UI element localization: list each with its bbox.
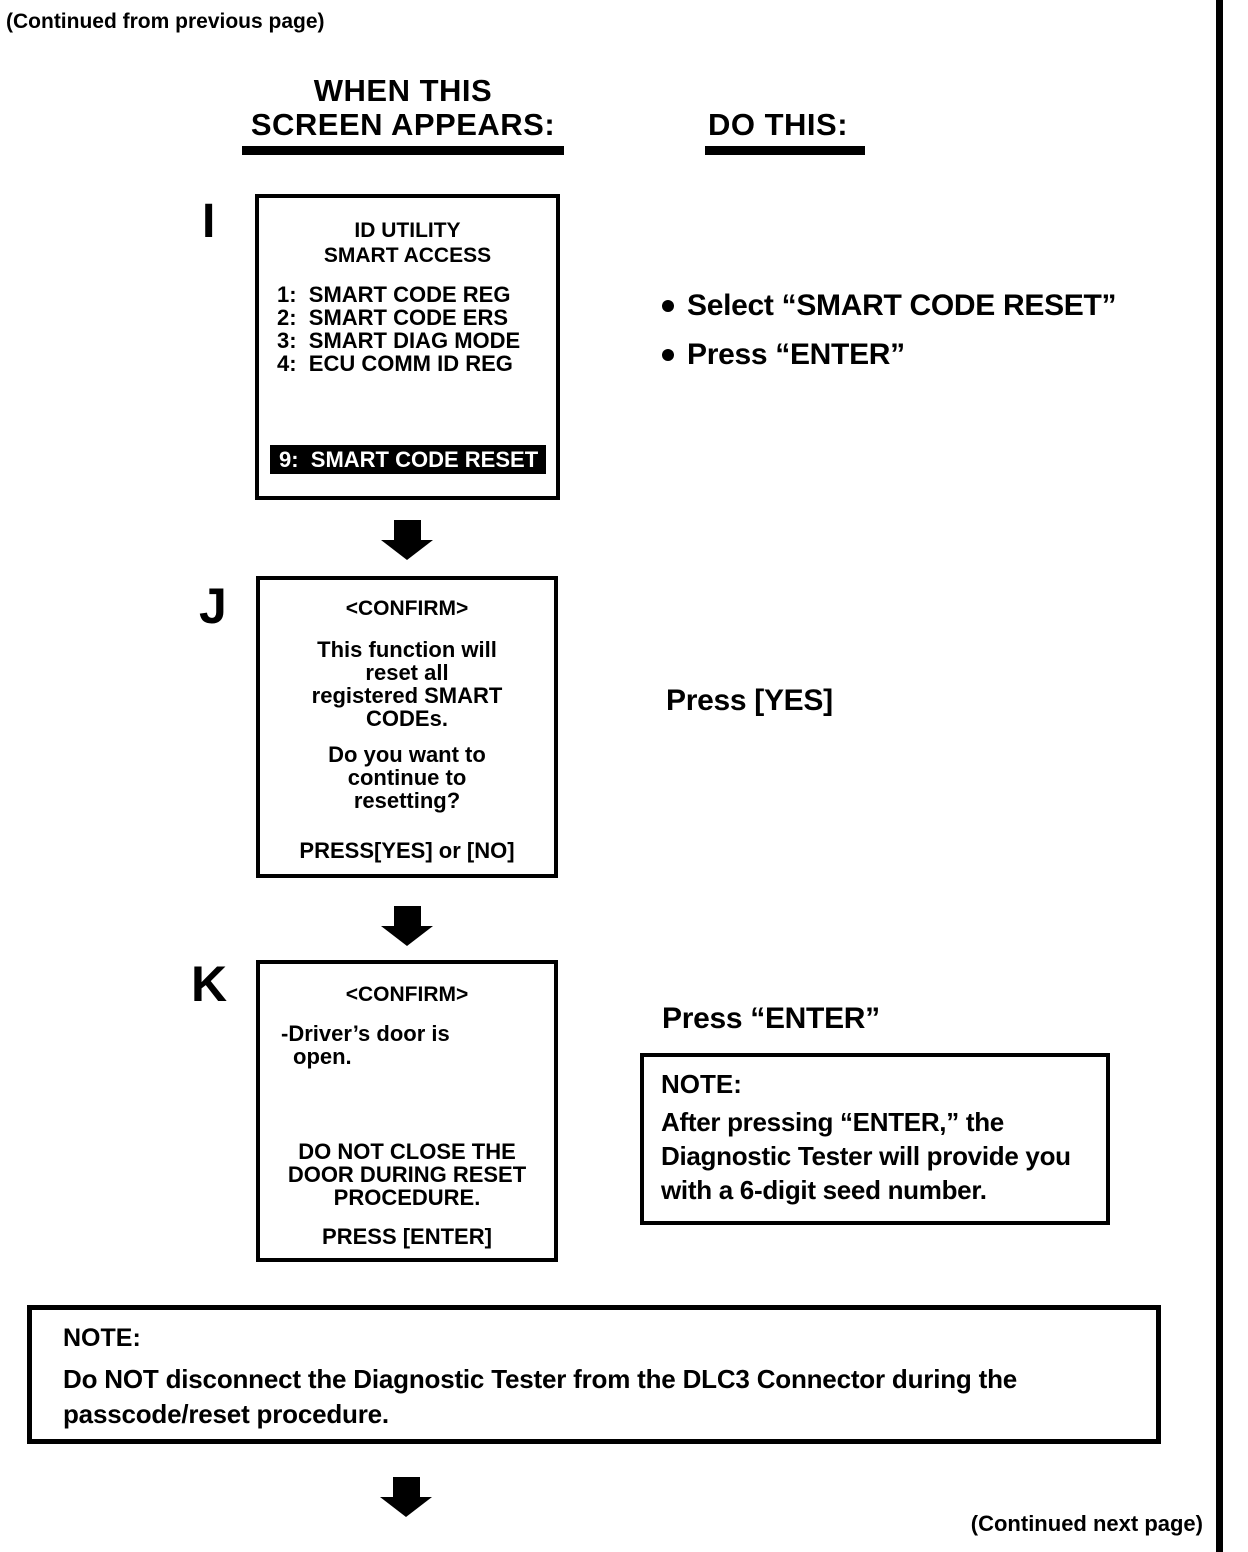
selected-menu-item-smart-code-reset: 9: SMART CODE RESET (270, 445, 546, 474)
screen-box-confirm-door: <CONFIRM> -Driver’s door is open. DO NOT… (256, 960, 558, 1262)
screen-status: -Driver’s door is open. (260, 1022, 554, 1068)
note-title: NOTE: (661, 1069, 742, 1099)
header-line-2: SCREEN APPEARS: (250, 107, 556, 142)
step-label-j: J (199, 578, 227, 634)
screen-title-line2: SMART ACCESS (323, 244, 492, 267)
action-text: Select “SMART CODE RESET” (687, 289, 1117, 322)
down-arrow-icon (381, 520, 433, 560)
warning-line: DOOR DURING RESET (287, 1162, 527, 1187)
note-body: Do NOT disconnect the Diagnostic Tester … (63, 1362, 1156, 1432)
question-line: Do you want to (328, 742, 486, 767)
note-line: Do NOT disconnect the Diagnostic Tester … (63, 1364, 1018, 1394)
note-box-seed-number: NOTE: After pressing “ENTER,” the Diagno… (640, 1053, 1110, 1225)
status-line: -Driver’s door is (281, 1021, 450, 1046)
warning-line: DO NOT CLOSE THE (298, 1139, 516, 1164)
step-label-k: K (191, 956, 228, 1012)
bullet-icon (662, 300, 674, 312)
warning-line: PROCEDURE. (333, 1185, 481, 1210)
note-body: After pressing “ENTER,” the Diagnostic T… (661, 1105, 1092, 1207)
screen-menu: 1: SMART CODE REG 2: SMART CODE ERS 3: S… (259, 283, 556, 375)
action-header-underline (705, 146, 865, 155)
screen-warning: DO NOT CLOSE THE DOOR DURING RESET PROCE… (260, 1140, 554, 1209)
screen-title: <CONFIRM> (345, 597, 469, 620)
continued-next-page-text: (Continued next page) (970, 1511, 1203, 1536)
screen-box-confirm-reset: <CONFIRM> This function will reset all r… (256, 576, 558, 878)
question-line: continue to (347, 765, 467, 790)
note-line: Diagnostic Tester will provide you (661, 1141, 1071, 1171)
screen-prompt-yes-no: PRESS[YES] or [NO] (299, 838, 515, 863)
message-line: reset all (365, 660, 449, 685)
screen-header-underline (242, 146, 564, 155)
action-press-enter-step-i: Press “ENTER” (662, 339, 905, 371)
note-line: After pressing “ENTER,” the (661, 1107, 1004, 1137)
bullet-icon (662, 349, 674, 361)
message-line: CODEs. (366, 706, 448, 731)
action-press-yes: Press [YES] (666, 684, 833, 717)
screen-message: This function will reset all registered … (260, 638, 554, 730)
screen-title: ID UTILITY SMART ACCESS (259, 198, 556, 268)
action-press-enter-step-k: Press “ENTER” (662, 1002, 880, 1035)
question-line: resetting? (353, 788, 461, 813)
message-line: This function will (317, 637, 497, 662)
screen-question: Do you want to continue to resetting? (260, 743, 554, 812)
screen-prompt-enter: PRESS [ENTER] (322, 1224, 492, 1249)
status-line: open. (293, 1044, 352, 1069)
step-label-i: I (202, 195, 216, 248)
note-line: with a 6-digit seed number. (661, 1175, 987, 1205)
screen-title: <CONFIRM> (345, 983, 469, 1006)
when-this-screen-appears-header: WHEN THIS SCREEN APPEARS: (242, 74, 564, 142)
page-right-border (1216, 0, 1223, 1552)
menu-item-1: 1: SMART CODE REG (277, 282, 511, 307)
down-arrow-icon (381, 906, 433, 946)
continued-from-previous-text: (Continued from previous page) (6, 10, 325, 33)
screen-title-line1: ID UTILITY (354, 219, 461, 242)
menu-item-2: 2: SMART CODE ERS (277, 305, 509, 330)
screen-box-id-utility: ID UTILITY SMART ACCESS 1: SMART CODE RE… (255, 194, 560, 500)
note-box-do-not-disconnect: NOTE: Do NOT disconnect the Diagnostic T… (27, 1305, 1161, 1444)
note-line: passcode/reset procedure. (63, 1399, 389, 1429)
menu-item-4: 4: ECU COMM ID REG (277, 351, 513, 376)
action-select-smart-code-reset: Select “SMART CODE RESET” (662, 289, 1117, 322)
header-line-1: WHEN THIS (313, 73, 493, 108)
do-this-header: DO THIS: (708, 107, 849, 142)
action-text: Press “ENTER” (687, 338, 905, 371)
note-title: NOTE: (63, 1324, 141, 1352)
menu-item-3: 3: SMART DIAG MODE (277, 328, 521, 353)
down-arrow-icon (380, 1477, 432, 1517)
message-line: registered SMART (311, 683, 503, 708)
